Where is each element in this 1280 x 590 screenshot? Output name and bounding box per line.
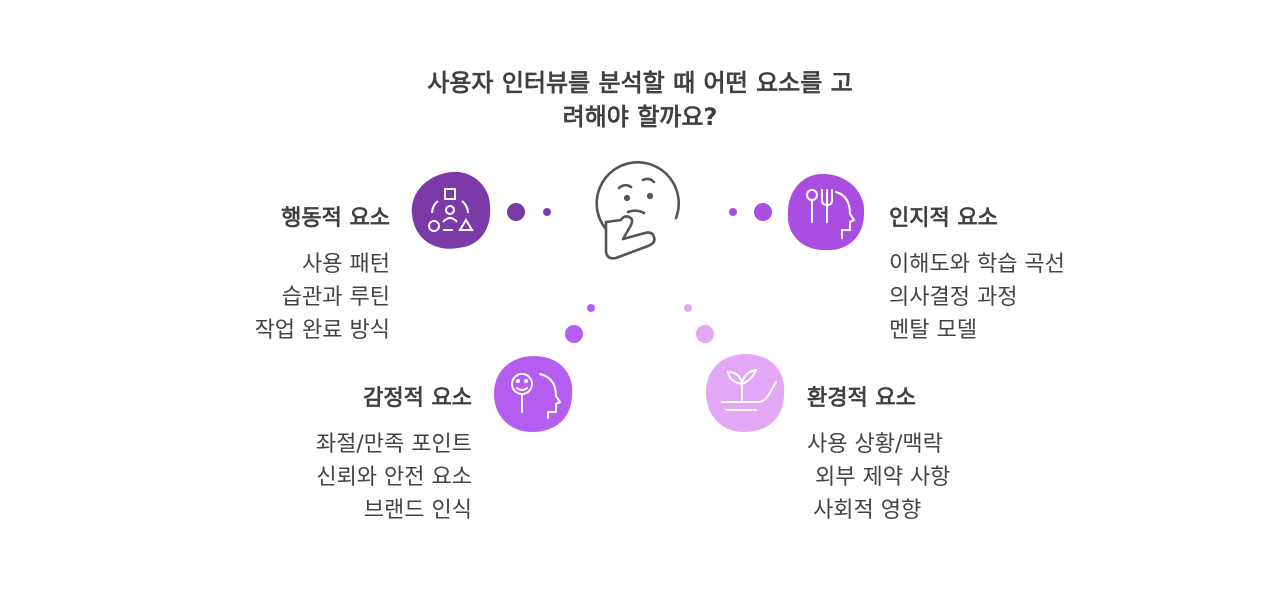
connector-dots-environmental xyxy=(684,304,714,343)
environmental-items: 사용 상황/맥락 외부 제약 사항 사회적 영향 xyxy=(807,428,950,527)
connector-dots-cognitive xyxy=(729,203,772,221)
environmental-heading: 환경적 요소 xyxy=(807,386,916,411)
connector-dots-emotional xyxy=(565,304,595,343)
cognitive-items: 이해도와 학습 곡선 의사결정 과정 멘탈 모델 xyxy=(889,248,1065,347)
list-item: 브랜드 인식 xyxy=(363,498,472,523)
list-item: 신뢰와 안전 요소 xyxy=(316,465,472,490)
emotional-blob xyxy=(494,356,573,432)
shapes-person-icon xyxy=(428,188,474,232)
list-item: 작업 완료 방식 xyxy=(254,318,390,343)
list-item: 이해도와 학습 곡선 xyxy=(889,252,1065,277)
thinking-face-icon xyxy=(595,161,681,260)
title-line-2: 려해야 할까요? xyxy=(562,103,718,131)
emotional-heading: 감정적 요소 xyxy=(363,386,472,411)
list-item: 의사결정 과정 xyxy=(889,285,1018,310)
title-line-1: 사용자 인터뷰를 분석할 때 어떤 요소를 고 xyxy=(427,69,853,97)
head-utensils-icon xyxy=(806,189,856,239)
list-item: 습관과 루틴 xyxy=(281,285,390,310)
page-title: 사용자 인터뷰를 분석할 때 어떤 요소를 고 려해야 할까요? xyxy=(340,66,940,134)
list-item: 좌절/만족 포인트 xyxy=(315,432,472,457)
environmental-blob xyxy=(706,354,785,432)
list-item: 외부 제약 사항 xyxy=(815,465,951,490)
behavioral-blob xyxy=(411,171,491,249)
behavioral-items: 사용 패턴 습관과 루틴 작업 완료 방식 xyxy=(255,248,390,347)
behavioral-heading: 행동적 요소 xyxy=(281,206,390,231)
list-item: 사회적 영향 xyxy=(813,498,922,523)
plant-hand-icon xyxy=(721,368,777,411)
emotional-items: 좌절/만족 포인트 신뢰와 안전 요소 브랜드 인식 xyxy=(316,428,472,527)
list-item: 멘탈 모델 xyxy=(889,318,977,343)
list-item: 사용 상황/맥락 xyxy=(807,432,943,457)
connector-dots-behavioral xyxy=(507,203,551,221)
cognitive-heading: 인지적 요소 xyxy=(889,206,998,231)
list-item: 사용 패턴 xyxy=(302,252,390,277)
smile-head-icon xyxy=(511,373,562,419)
